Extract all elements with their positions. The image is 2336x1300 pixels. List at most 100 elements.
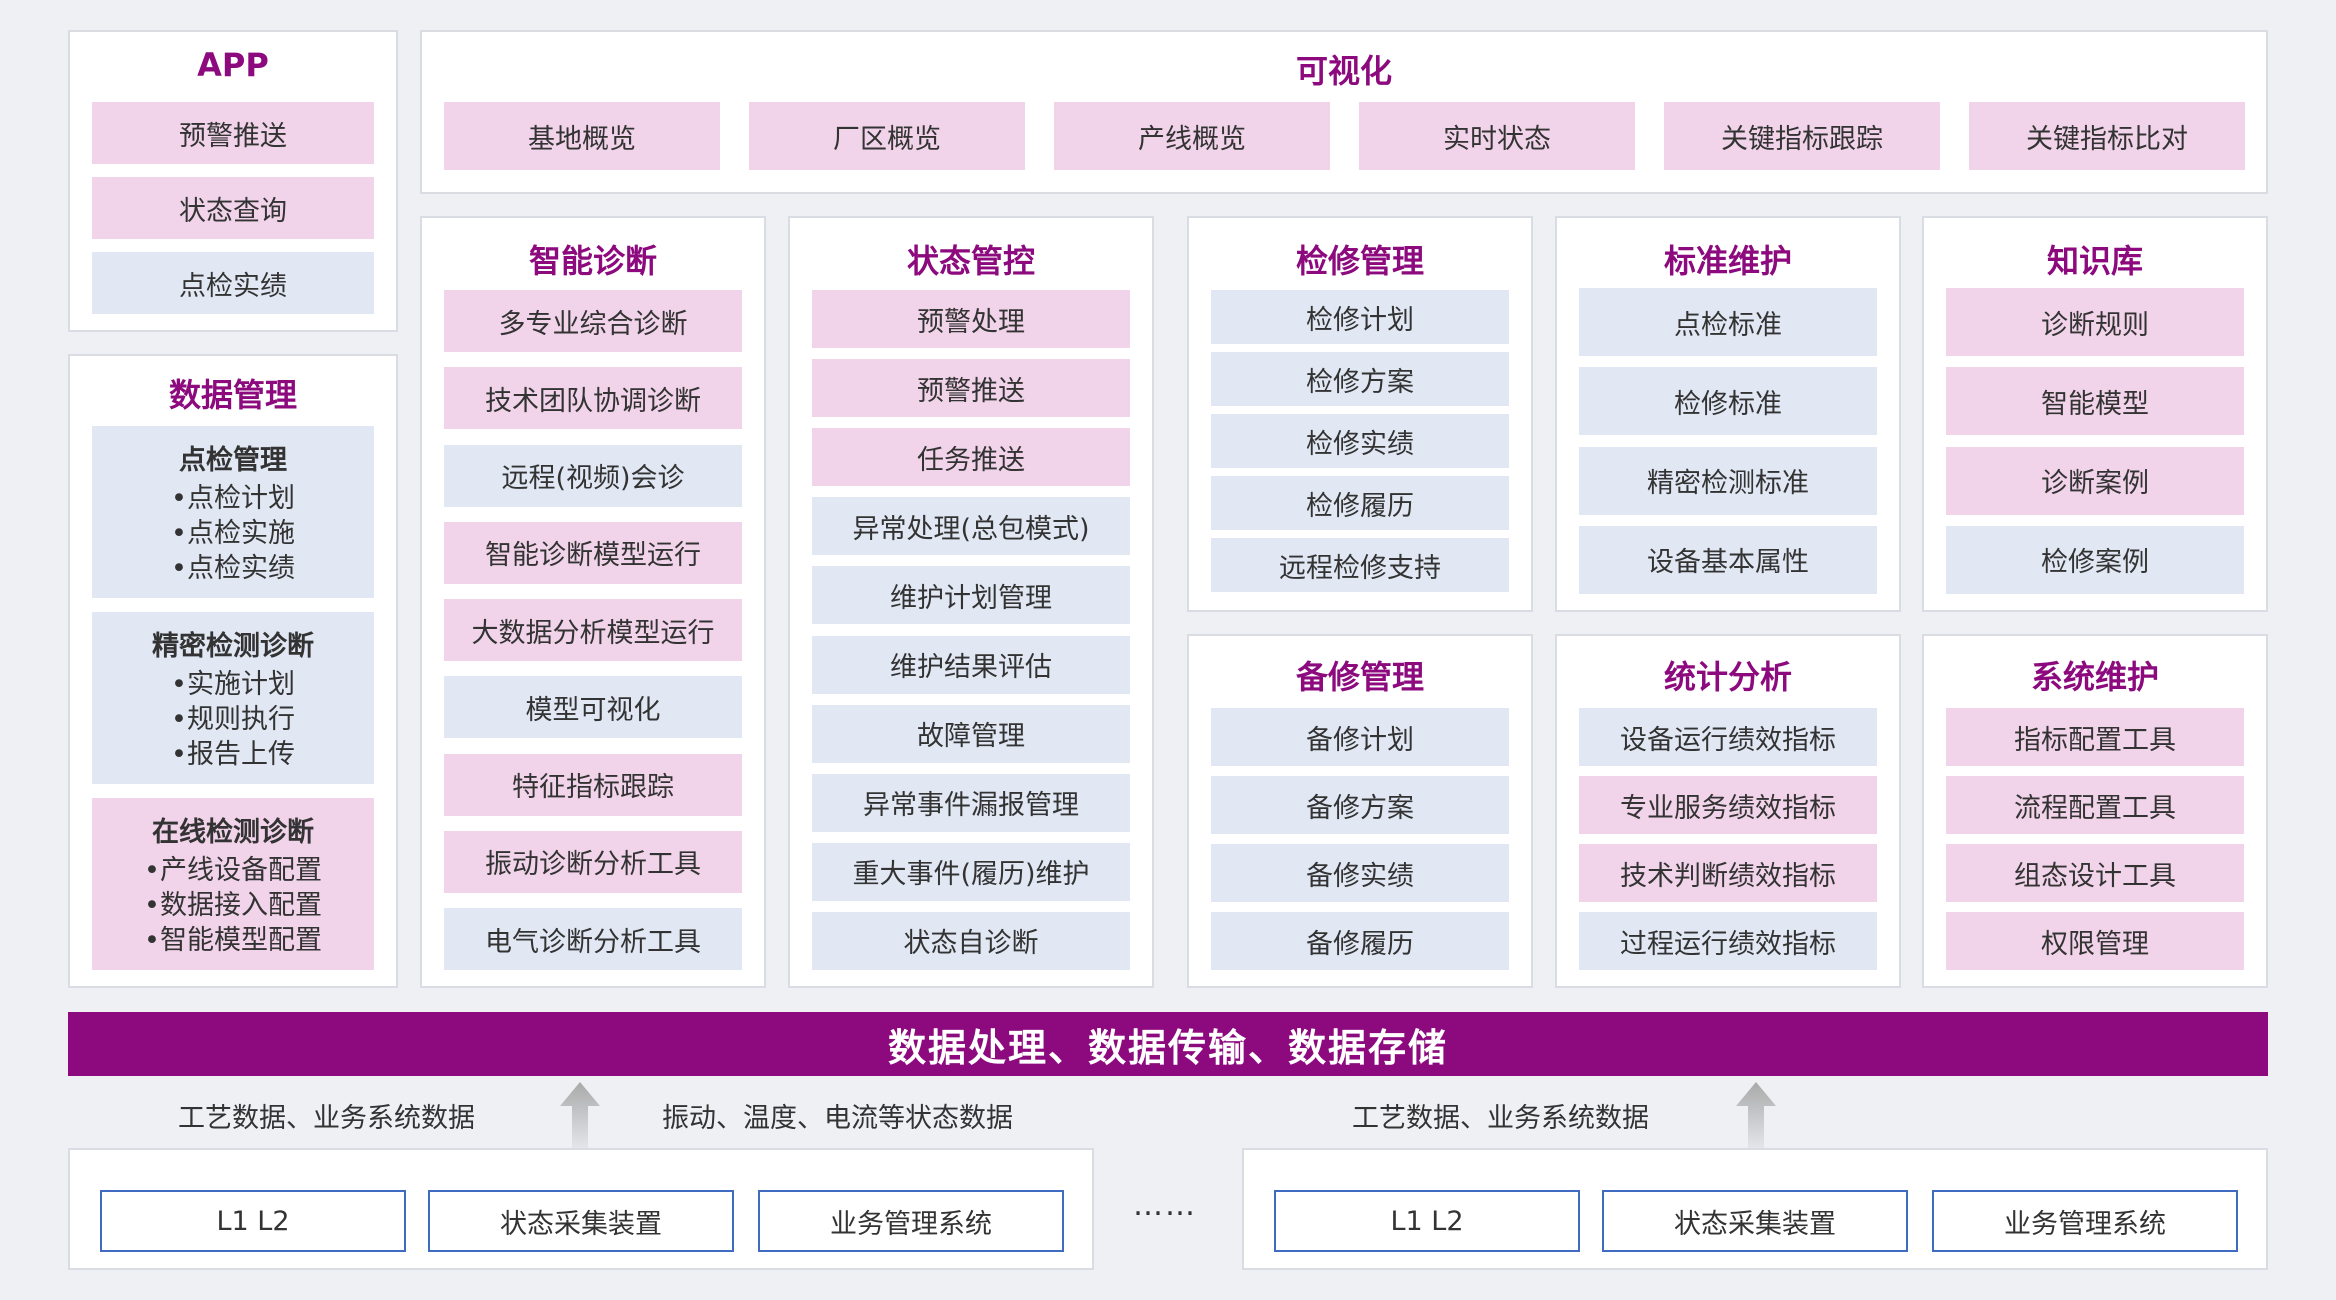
smart-diag-panel: 智能诊断 多专业综合诊断 技术团队协调诊断 远程(视频)会诊 智能诊断模型运行 … (420, 216, 766, 988)
source-business-system[interactable]: 业务管理系统 (1932, 1190, 2238, 1252)
smart-diag-item[interactable]: 智能诊断模型运行 (444, 521, 742, 584)
state-ctrl-item[interactable]: 故障管理 (812, 704, 1130, 763)
knowledge-list: 诊断规则 智能模型 诊断案例 检修案例 (1946, 288, 2244, 594)
data-mgmt-title: 数据管理 (168, 376, 297, 414)
stats-panel: 统计分析 设备运行绩效指标 专业服务绩效指标 技术判断绩效指标 过程运行绩效指标 (1555, 634, 1901, 988)
std-maint-item[interactable]: 设备基本属性 (1579, 525, 1877, 594)
smart-diag-item[interactable]: 特征指标跟踪 (444, 753, 742, 816)
spare-mgmt-item[interactable]: 备修履历 (1211, 912, 1509, 970)
app-list: 预警推送 状态查询 点检实绩 (92, 102, 374, 314)
group-item: •数据接入配置 (144, 890, 322, 921)
state-ctrl-panel: 状态管控 预警处理 预警推送 任务推送 异常处理(总包模式) 维护计划管理 维护… (788, 216, 1154, 988)
state-ctrl-item[interactable]: 状态自诊断 (812, 911, 1130, 970)
group-item: •报告上传 (171, 739, 295, 770)
caption-right-process: 工艺数据、业务系统数据 (1352, 1103, 1649, 1134)
group-title: 精密检测诊断 (152, 631, 314, 662)
state-ctrl-item[interactable]: 异常事件漏报管理 (812, 773, 1130, 832)
state-ctrl-title: 状态管控 (906, 242, 1035, 280)
visual-item-kpi-comparison[interactable]: 关键指标比对 (1969, 102, 2245, 170)
group-title: 点检管理 (179, 445, 287, 476)
sys-maint-item[interactable]: 组态设计工具 (1946, 844, 2244, 902)
source-state-collector[interactable]: 状态采集装置 (1602, 1190, 1908, 1252)
smart-diag-item[interactable]: 振动诊断分析工具 (444, 830, 742, 893)
stats-item[interactable]: 设备运行绩效指标 (1579, 708, 1877, 766)
source-l1l2[interactable]: L1 L2 (1274, 1190, 1580, 1252)
visual-title: 可视化 (1295, 52, 1392, 90)
knowledge-item[interactable]: 智能模型 (1946, 367, 2244, 436)
spare-mgmt-item[interactable]: 备修方案 (1211, 776, 1509, 834)
knowledge-item[interactable]: 诊断规则 (1946, 288, 2244, 356)
knowledge-item[interactable]: 检修案例 (1946, 525, 2244, 594)
spare-mgmt-title: 备修管理 (1295, 658, 1424, 696)
app-panel: APP 预警推送 状态查询 点检实绩 (68, 30, 398, 332)
state-ctrl-item[interactable]: 异常处理(总包模式) (812, 497, 1130, 556)
spare-mgmt-list: 备修计划 备修方案 备修实绩 备修履历 (1211, 708, 1509, 970)
group-item: •点检实绩 (171, 553, 295, 584)
smart-diag-item[interactable]: 大数据分析模型运行 (444, 599, 742, 661)
repair-mgmt-list: 检修计划 检修方案 检修实绩 检修履历 远程检修支持 (1211, 290, 1509, 592)
state-ctrl-item[interactable]: 预警推送 (812, 359, 1130, 418)
data-mgmt-panel: 数据管理 点检管理 •点检计划 •点检实施 •点检实绩 精密检测诊断 •实施计划… (68, 354, 398, 988)
smart-diag-item[interactable]: 模型可视化 (444, 676, 742, 739)
spare-mgmt-item[interactable]: 备修计划 (1211, 708, 1509, 766)
state-ctrl-item[interactable]: 任务推送 (812, 428, 1130, 487)
caption-left-state: 振动、温度、电流等状态数据 (662, 1103, 1013, 1134)
group-precision-diagnosis[interactable]: 精密检测诊断 •实施计划 •规则执行 •报告上传 (92, 612, 374, 784)
source-business-system[interactable]: 业务管理系统 (758, 1190, 1064, 1252)
source-l1l2[interactable]: L1 L2 (100, 1190, 406, 1252)
sys-maint-item[interactable]: 流程配置工具 (1946, 776, 2244, 834)
visual-item-base-overview[interactable]: 基地概览 (444, 102, 720, 170)
std-maint-list: 点检标准 检修标准 精密检测标准 设备基本属性 (1579, 288, 1877, 594)
group-item: •产线设备配置 (144, 855, 322, 886)
spare-mgmt-item[interactable]: 备修实绩 (1211, 844, 1509, 902)
visual-item-line-overview[interactable]: 产线概览 (1054, 102, 1330, 170)
std-maint-item[interactable]: 点检标准 (1579, 288, 1877, 356)
source-group-left: L1 L2 状态采集装置 业务管理系统 (68, 1148, 1094, 1270)
group-item: •点检计划 (171, 483, 295, 514)
visual-item-plant-overview[interactable]: 厂区概览 (749, 102, 1025, 170)
group-title: 在线检测诊断 (152, 817, 314, 848)
up-arrow-icon (560, 1082, 600, 1160)
repair-mgmt-item[interactable]: 检修实绩 (1211, 414, 1509, 468)
repair-mgmt-item[interactable]: 检修方案 (1211, 352, 1509, 406)
source-group-right: L1 L2 状态采集装置 业务管理系统 (1242, 1148, 2268, 1270)
app-item-inspection-results[interactable]: 点检实绩 (92, 252, 374, 314)
repair-mgmt-title: 检修管理 (1295, 242, 1424, 280)
state-ctrl-item[interactable]: 预警处理 (812, 290, 1130, 348)
stats-item[interactable]: 技术判断绩效指标 (1579, 844, 1877, 902)
smart-diag-item[interactable]: 远程(视频)会诊 (444, 444, 742, 507)
knowledge-item[interactable]: 诊断案例 (1946, 446, 2244, 515)
std-maint-item[interactable]: 精密检测标准 (1579, 446, 1877, 515)
smart-diag-list: 多专业综合诊断 技术团队协调诊断 远程(视频)会诊 智能诊断模型运行 大数据分析… (444, 290, 742, 970)
stats-item[interactable]: 过程运行绩效指标 (1579, 912, 1877, 970)
sys-maint-item[interactable]: 权限管理 (1946, 912, 2244, 970)
sys-maint-item[interactable]: 指标配置工具 (1946, 708, 2244, 766)
app-item-warning-push[interactable]: 预警推送 (92, 102, 374, 164)
smart-diag-item[interactable]: 多专业综合诊断 (444, 290, 742, 352)
group-inspection-mgmt[interactable]: 点检管理 •点检计划 •点检实施 •点检实绩 (92, 426, 374, 598)
repair-mgmt-item[interactable]: 检修履历 (1211, 476, 1509, 530)
smart-diag-item[interactable]: 技术团队协调诊断 (444, 367, 742, 430)
visual-item-kpi-tracking[interactable]: 关键指标跟踪 (1664, 102, 1940, 170)
repair-mgmt-panel: 检修管理 检修计划 检修方案 检修实绩 检修履历 远程检修支持 (1187, 216, 1533, 612)
state-ctrl-list: 预警处理 预警推送 任务推送 异常处理(总包模式) 维护计划管理 维护结果评估 … (812, 290, 1130, 970)
repair-mgmt-item[interactable]: 检修计划 (1211, 290, 1509, 344)
state-ctrl-item[interactable]: 维护计划管理 (812, 566, 1130, 625)
std-maint-item[interactable]: 检修标准 (1579, 367, 1877, 436)
state-ctrl-item[interactable]: 重大事件(履历)维护 (812, 842, 1130, 901)
repair-mgmt-item[interactable]: 远程检修支持 (1211, 538, 1509, 592)
spare-mgmt-panel: 备修管理 备修计划 备修方案 备修实绩 备修履历 (1187, 634, 1533, 988)
app-item-status-query[interactable]: 状态查询 (92, 177, 374, 239)
stats-item[interactable]: 专业服务绩效指标 (1579, 776, 1877, 834)
std-maint-title: 标准维护 (1663, 242, 1792, 280)
visual-item-realtime-status[interactable]: 实时状态 (1359, 102, 1635, 170)
group-item: •规则执行 (171, 704, 295, 735)
app-title: APP (197, 46, 269, 84)
data-processing-bar: 数据处理、数据传输、数据存储 (68, 1012, 2268, 1076)
knowledge-title: 知识库 (2046, 242, 2143, 280)
smart-diag-item[interactable]: 电气诊断分析工具 (444, 908, 742, 970)
group-item: •实施计划 (171, 669, 295, 700)
source-state-collector[interactable]: 状态采集装置 (428, 1190, 734, 1252)
group-online-diagnosis[interactable]: 在线检测诊断 •产线设备配置 •数据接入配置 •智能模型配置 (92, 798, 374, 970)
state-ctrl-item[interactable]: 维护结果评估 (812, 635, 1130, 694)
